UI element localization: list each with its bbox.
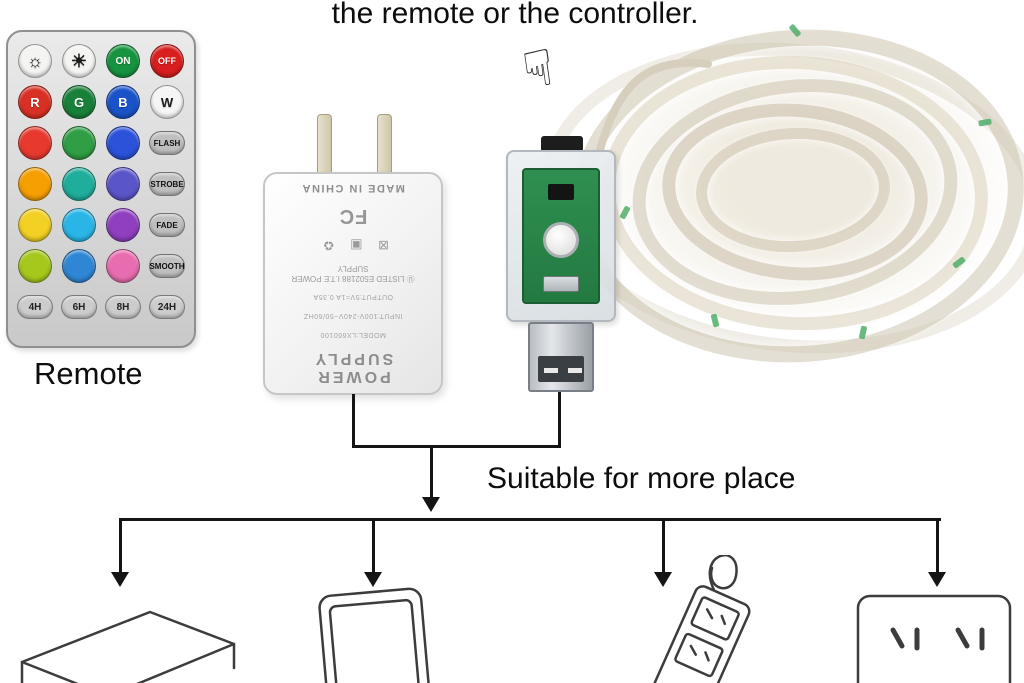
power-strip-sketch [643,555,751,683]
color-lime-button [18,249,52,283]
down-arrowhead [654,572,672,587]
controller-component [543,276,579,292]
controller-chip [548,184,574,200]
adapter-cert-icons: ⊠ ▣ ♻ [316,237,390,253]
light-string-coil [527,8,1024,378]
usb-plug [528,322,594,392]
color-skyblue-button [62,249,96,283]
brightness-bright-button: ☀ [62,44,96,78]
controller-cable-nub [541,136,583,152]
usb-contact-slot [568,368,582,373]
color-yellow-button [18,208,52,242]
remote-label: Remote [34,356,143,391]
down-arrowhead [111,572,129,587]
strobe-mode-button: STROBE [149,172,185,196]
drop-line-1 [119,518,122,574]
adapter-made-in: MADE IN CHINA [301,182,405,195]
usage-sketches-svg [20,555,1012,683]
power-adapter: POWER SUPPLY MODEL:LX660100 INPUT:100V-2… [263,172,443,395]
usb-controller [506,150,616,322]
brightness-dim-button: ☼ [18,44,52,78]
color-g-button: G [62,85,96,119]
adapter-output-line: OUTPUT:5V=1A 0.35A [313,293,394,301]
flash-mode-button: FLASH [149,131,185,155]
color-indigo-button [106,167,140,201]
timer-24h-button: 24H [149,295,185,319]
color-w-button: W [150,85,184,119]
color-blue-button [106,126,140,160]
adapter-input-line: INPUT:100V-240V~50/60HZ [303,312,403,320]
adapter-cert-line: Ⓤ LISTED E502188 I.T.E POWER SUPPLY [291,263,415,283]
bracket-line-usb [558,392,561,447]
wall-socket-sketch [856,594,1012,683]
on-button: ON [106,44,140,78]
coil-highlight [590,28,1014,332]
color-cyan-button [62,208,96,242]
usb-contact-slot [544,368,558,373]
adapter-print-block: POWER SUPPLY MODEL:LX660100 INPUT:100V-2… [275,182,431,385]
down-arrowhead [364,572,382,587]
drop-line-2 [372,518,375,574]
plug-prong-left [317,114,332,176]
timer-4h-button: 4H [17,295,53,319]
bracket-line-adapter [352,394,355,447]
fcc-mark-icon: FC [338,204,368,227]
off-button: OFF [150,44,184,78]
bracket-line-horizontal [352,445,561,448]
distribution-line [119,518,941,521]
bracket-arrow-stem [430,445,433,498]
color-green-button [62,126,96,160]
down-arrowhead [928,572,946,587]
color-r-button: R [18,85,52,119]
controller-pcb [522,168,600,304]
plug-prong-right [377,114,392,176]
color-pink-button [106,249,140,283]
top-caption: the remote or the controller. [331,0,699,30]
bed-or-table-sketch [20,610,236,683]
controller-mode-button [543,222,579,258]
fade-mode-button: FADE [149,213,185,237]
color-red-button [18,126,52,160]
color-teal-button [62,167,96,201]
down-arrowhead [422,497,440,512]
timer-6h-button: 6H [61,295,97,319]
suitable-caption: Suitable for more place [487,462,796,495]
color-orange-button [18,167,52,201]
drop-line-3 [662,518,665,574]
smooth-mode-button: SMOOTH [149,254,185,278]
drop-line-4 [936,518,939,574]
adapter-power-supply-label: POWER SUPPLY [312,350,394,385]
color-purple-button [106,208,140,242]
color-b-button: B [106,85,140,119]
timer-8h-button: 8H [105,295,141,319]
wire-to-coil [596,58,712,154]
adapter-model-line: MODEL:LX660100 [320,331,386,339]
tablet-sketch [318,587,432,683]
